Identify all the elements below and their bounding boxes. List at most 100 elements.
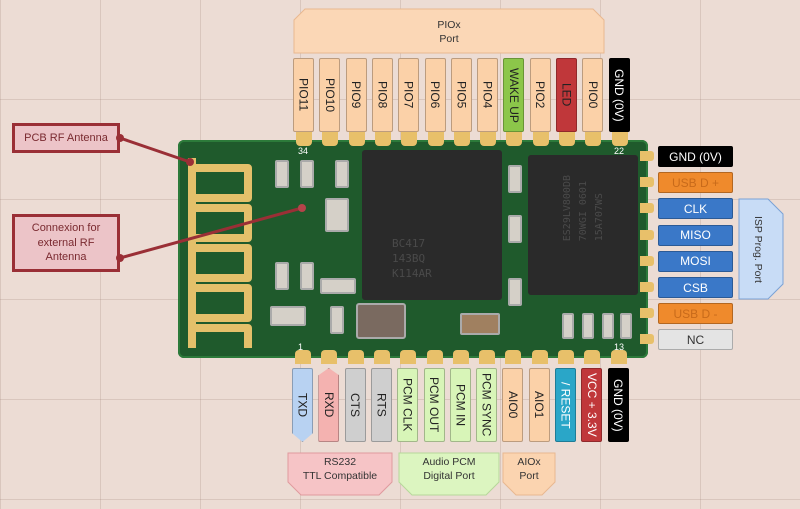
smd-component xyxy=(620,313,632,339)
smd-component xyxy=(275,160,289,188)
castellated-pad xyxy=(427,132,444,146)
pin-label-text: GND (0V) xyxy=(611,378,626,432)
pin-label-text: PIO0 xyxy=(585,81,600,109)
pin-label-text: CSB xyxy=(683,280,708,295)
castellated-pad xyxy=(640,151,654,161)
bottom-pin-label: AIO0 xyxy=(502,368,524,442)
pin-label-text: LED xyxy=(559,83,574,107)
top-pin-label: PIO4 xyxy=(477,58,499,132)
castellated-pad xyxy=(479,350,496,364)
castellated-pad xyxy=(401,132,418,146)
pin-label-text: PCM SYNC xyxy=(479,373,494,437)
pin-label-text: USB D - xyxy=(673,306,718,321)
crystal-oscillator xyxy=(356,303,406,339)
right-pin-label: GND (0V) xyxy=(658,146,733,167)
castellated-pad xyxy=(506,132,523,146)
castellated-pad xyxy=(640,334,654,345)
group-line: AIOx xyxy=(517,455,541,468)
chip-line: 70WGI 0601 xyxy=(578,181,589,242)
pin-number-13: 13 xyxy=(614,342,625,352)
chip-line: 15A707WS xyxy=(594,193,605,242)
pin-label-text: USB D + xyxy=(671,175,719,190)
top-pin-label: PIO0 xyxy=(582,58,604,132)
bottom-pin-label: PCM OUT xyxy=(423,368,445,442)
castellated-pad xyxy=(611,132,628,146)
castellated-pad xyxy=(348,132,365,146)
callout-external-antenna: Connexion for external RF Antenna xyxy=(12,214,120,272)
chip-line: BC417 xyxy=(392,237,426,250)
pin-label-text: PIO10 xyxy=(322,77,337,113)
top-pin-label: PIO11 xyxy=(293,58,314,132)
right-pin-label: CSB xyxy=(658,277,733,298)
bottom-pin-label: VCC + 3.3V xyxy=(581,368,603,442)
pin-label-text: TXD xyxy=(295,393,310,417)
bottom-pin-label: AIO1 xyxy=(528,368,550,442)
top-pin-label: PIO10 xyxy=(319,58,341,132)
bottom-pin-label: PCM SYNC xyxy=(476,368,498,442)
castellated-pad xyxy=(532,132,549,146)
castellated-pad xyxy=(374,132,391,146)
pin-label-text: RTS xyxy=(374,393,389,417)
pin-label-text: WAKE UP xyxy=(506,67,521,123)
castellated-pad xyxy=(452,350,469,364)
castellated-pad xyxy=(640,203,654,214)
chip-line: ES29LV800DB xyxy=(562,175,573,242)
audio-pcm-port-banner xyxy=(398,452,500,496)
pin-label-text: PCM OUT xyxy=(427,377,441,433)
callout-line: Connexion for xyxy=(31,221,101,234)
bottom-pin-label: RXD xyxy=(318,368,340,442)
castellated-pad xyxy=(558,350,574,364)
pin-label-text: / RESET xyxy=(558,381,573,429)
group-label: ISP Prog. Port xyxy=(752,215,764,283)
pin-label-text: PIO11 xyxy=(296,78,311,112)
pin-label-text: CTS xyxy=(348,393,363,417)
castellated-pad xyxy=(426,350,443,364)
pin-label-text: PIO4 xyxy=(480,81,495,109)
top-pin-label: PIO7 xyxy=(398,58,420,132)
pin-label-text: AIO1 xyxy=(532,391,547,419)
pin-number-22: 22 xyxy=(614,146,625,156)
smd-component xyxy=(582,313,594,339)
callout-line: Antenna xyxy=(45,251,87,264)
castellated-pad xyxy=(373,350,390,364)
castellated-pad xyxy=(559,132,575,146)
smd-component xyxy=(508,215,522,243)
pin-label-text: PIO6 xyxy=(428,81,442,109)
top-pin-label: PIO5 xyxy=(450,58,472,132)
castellated-pad xyxy=(610,350,627,364)
rs232-port-banner xyxy=(287,452,393,496)
bottom-pin-label: GND (0V) xyxy=(607,368,629,442)
group-line: Port xyxy=(519,470,539,482)
castellated-pad xyxy=(321,350,338,364)
audio-pcm-port-label: Audio PCM Digital Port xyxy=(398,452,500,486)
callout-pcb-rf-antenna: PCB RF Antenna xyxy=(12,123,120,153)
smd-component xyxy=(270,306,306,326)
castellated-pad xyxy=(640,255,654,266)
right-pin-label: USB D - xyxy=(658,303,733,325)
right-pin-label: CLK xyxy=(658,198,733,220)
smd-component xyxy=(562,313,574,339)
callout-line: external RF xyxy=(37,236,95,249)
pin-label-text: MOSI xyxy=(680,254,711,269)
bottom-pin-label: RTS xyxy=(370,368,392,442)
castellated-pad xyxy=(400,350,417,364)
pin-label-text: NC xyxy=(686,332,705,347)
castellated-pad xyxy=(347,350,364,364)
bottom-pin-label: PCM IN xyxy=(449,368,471,442)
group-line: Audio PCM xyxy=(422,455,476,468)
bottom-pin-label: PCM CLK xyxy=(397,368,419,442)
smd-component xyxy=(602,313,614,339)
castellated-pad xyxy=(295,350,311,364)
aiox-port-label: AIOx Port xyxy=(502,452,556,486)
smd-component xyxy=(330,306,344,334)
group-line: RS232 xyxy=(323,455,357,468)
right-pin-label: MOSI xyxy=(658,250,733,272)
top-pin-label: PIO2 xyxy=(529,58,551,132)
castellated-pad xyxy=(584,350,601,364)
pin-number-34: 34 xyxy=(298,146,309,156)
castellated-pad xyxy=(640,282,654,292)
pin-label-text: PIO7 xyxy=(401,81,416,109)
castellated-pad xyxy=(640,308,654,319)
castellated-pad xyxy=(640,229,654,240)
pin-label-text: PIO5 xyxy=(454,81,469,109)
